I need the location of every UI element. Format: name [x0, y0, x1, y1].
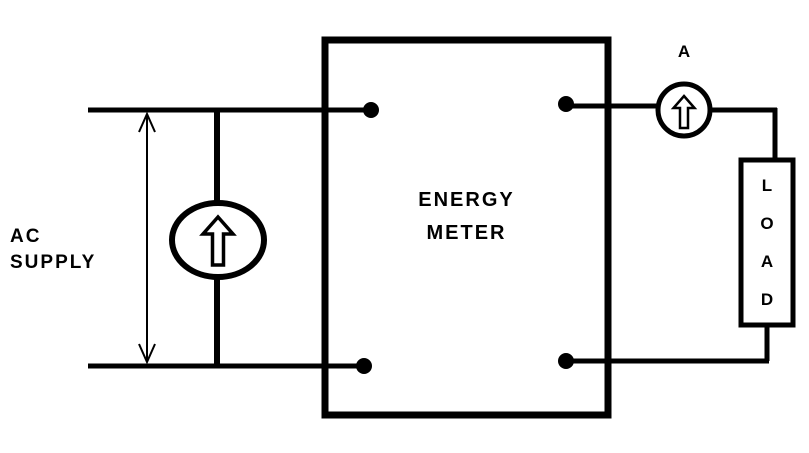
load-letter-a: A [760, 252, 774, 271]
dimension-arrowhead-top [138, 111, 156, 133]
ammeter-label: A [677, 42, 691, 61]
terminal-dot-bottom-left [356, 358, 372, 374]
dimension-arrowhead-bottom [138, 343, 156, 365]
load-letter-l: L [761, 176, 773, 195]
ac-supply-line2: SUPPLY [10, 252, 97, 273]
up-arrow-icon [199, 214, 237, 267]
energy-meter-line1: ENERGY [418, 189, 515, 211]
energy-meter-line2: METER [426, 222, 507, 244]
energy-meter-box [321, 36, 612, 419]
ammeter-up-arrow-icon [670, 94, 698, 130]
energy-meter-label: ENERGY METER [325, 184, 608, 250]
terminal-dot-top-left [363, 102, 379, 118]
load-letter-d: D [760, 290, 774, 309]
load-label: L O A D [741, 167, 793, 319]
ac-supply-label: AC SUPPLY [10, 224, 130, 276]
ac-supply-line1: AC [10, 226, 42, 247]
load-letter-o: O [760, 214, 774, 233]
